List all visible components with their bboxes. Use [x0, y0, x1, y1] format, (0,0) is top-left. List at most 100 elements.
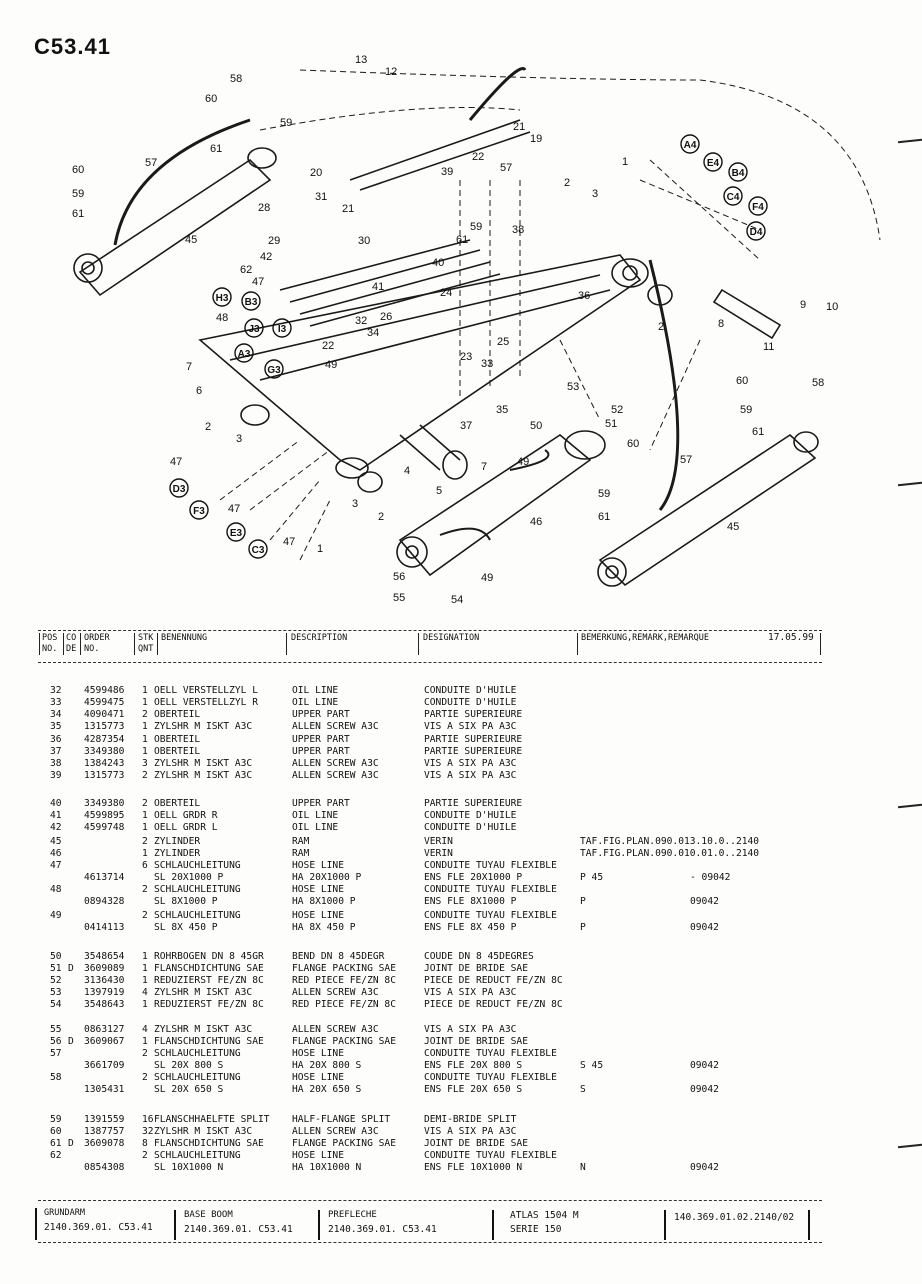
cell-rem: S [580, 1084, 586, 1095]
cell-co: D [68, 1138, 74, 1149]
svg-text:A3: A3 [238, 349, 251, 360]
footer-prefleche-no: 2140.369.01. C53.41 [328, 1224, 437, 1235]
cell-order: 4287354 [84, 734, 125, 745]
svg-text:40: 40 [432, 257, 444, 269]
cell-name: ROHRBOGEN DN 8 45GR [154, 951, 264, 962]
svg-text:53: 53 [567, 381, 579, 393]
cell-desc: UPPER PART [292, 798, 350, 809]
cell-qty: 2 [142, 798, 148, 809]
svg-text:61: 61 [752, 426, 764, 438]
cell-desc: HOSE LINE [292, 1048, 344, 1059]
cell-desig: CONDUITE TUYAU FLEXIBLE [424, 1150, 557, 1161]
svg-text:38: 38 [512, 224, 524, 236]
svg-text:59: 59 [280, 117, 292, 129]
svg-text:29: 29 [268, 235, 280, 247]
svg-text:H3: H3 [216, 293, 229, 304]
cell-qty: 1 [142, 1036, 148, 1047]
cell-desc: BEND DN 8 45DEGR [292, 951, 385, 962]
cell-qty: 32 [142, 1126, 154, 1137]
svg-text:E3: E3 [230, 528, 243, 539]
cell-desc: HOSE LINE [292, 1150, 344, 1161]
cell-qty: 2 [142, 1150, 148, 1161]
svg-text:33: 33 [481, 358, 493, 370]
cell-name: FLANSCHDICHTUNG SAE [154, 1138, 264, 1149]
cell-desig: CONDUITE TUYAU FLEXIBLE [424, 884, 557, 895]
parts-diagram: 13 12 58 60 59 57 61 60 59 61 45 28 31 2… [72, 54, 881, 606]
svg-text:25: 25 [497, 336, 509, 348]
cell-desig: DEMI-BRIDE SPLIT [424, 1114, 517, 1125]
header-bottom-rule [38, 662, 822, 663]
svg-text:59: 59 [598, 488, 610, 500]
cell-name: ZYLSHR M ISKT A3C [154, 1024, 253, 1035]
cell-name: ZYLINDER [154, 836, 201, 847]
cell-desc: ALLEN SCREW A3C [292, 1024, 379, 1035]
cell-order: 1315773 [84, 770, 125, 781]
cell-name: SL 20X 800 S [154, 1060, 224, 1071]
footer-base-boom-label: BASE BOOM [184, 1210, 233, 1220]
cell-co: D [68, 963, 74, 974]
cell-desc: HA 20X1000 P [292, 872, 362, 883]
cell-code: - 09042 [690, 872, 731, 883]
cell-desc: ALLEN SCREW A3C [292, 721, 379, 732]
header-no: NO. [42, 644, 58, 654]
svg-text:11: 11 [763, 341, 774, 353]
cell-qty: 1 [142, 810, 148, 821]
cell-name: ZYLSHR M ISKT A3C [154, 758, 253, 769]
svg-text:19: 19 [530, 133, 542, 145]
page-title: C53.41 [34, 34, 111, 59]
svg-text:B4: B4 [732, 168, 745, 179]
cell-desig: PIECE DE REDUCT FE/ZN 8C [424, 999, 563, 1010]
footer-top-rule [38, 1200, 822, 1201]
cell-pos: 51 [50, 963, 62, 974]
header-benennung: BENENNUNG [161, 633, 208, 643]
cell-desig: VIS A SIX PA A3C [424, 987, 517, 998]
cell-order: 4599486 [84, 685, 125, 696]
cell-desig: VIS A SIX PA A3C [424, 758, 517, 769]
cell-pos: 56 [50, 1036, 62, 1047]
cell-qty: 6 [142, 860, 148, 871]
svg-text:46: 46 [530, 516, 542, 528]
svg-text:34: 34 [367, 327, 379, 339]
svg-text:7: 7 [481, 461, 487, 473]
svg-text:24: 24 [440, 287, 452, 299]
cell-pos: 45 [50, 836, 62, 847]
cell-pos: 52 [50, 975, 62, 986]
cell-order: 1391559 [84, 1114, 125, 1125]
cell-qty: 1 [142, 963, 148, 974]
svg-text:56: 56 [393, 571, 405, 583]
cell-desc: OIL LINE [292, 810, 339, 821]
cell-qty: 1 [142, 685, 148, 696]
cell-desig: CONDUITE TUYAU FLEXIBLE [424, 860, 557, 871]
cell-pos: 55 [50, 1024, 62, 1035]
footer-prefleche-label: PREFLECHE [328, 1210, 377, 1220]
cell-pos: 59 [50, 1114, 62, 1125]
svg-text:47: 47 [170, 456, 182, 468]
svg-text:45: 45 [185, 234, 197, 246]
svg-text:59: 59 [470, 221, 482, 233]
cell-desc: HOSE LINE [292, 1072, 344, 1083]
cell-desc: FLANGE PACKING SAE [292, 1138, 396, 1149]
cell-qty: 1 [142, 746, 148, 757]
footer-model: ATLAS 1504 M [510, 1210, 579, 1221]
svg-text:57: 57 [145, 157, 157, 169]
cell-desc: HA 8X1000 P [292, 896, 356, 907]
header-pos: POS [42, 633, 58, 643]
cell-qty: 1 [142, 721, 148, 732]
cell-desc: ALLEN SCREW A3C [292, 987, 379, 998]
cell-desig: COUDE DN 8 45DEGRES [424, 951, 534, 962]
cell-pos: 34 [50, 709, 62, 720]
svg-text:8: 8 [718, 318, 724, 330]
cell-rem: S 45 [580, 1060, 604, 1071]
